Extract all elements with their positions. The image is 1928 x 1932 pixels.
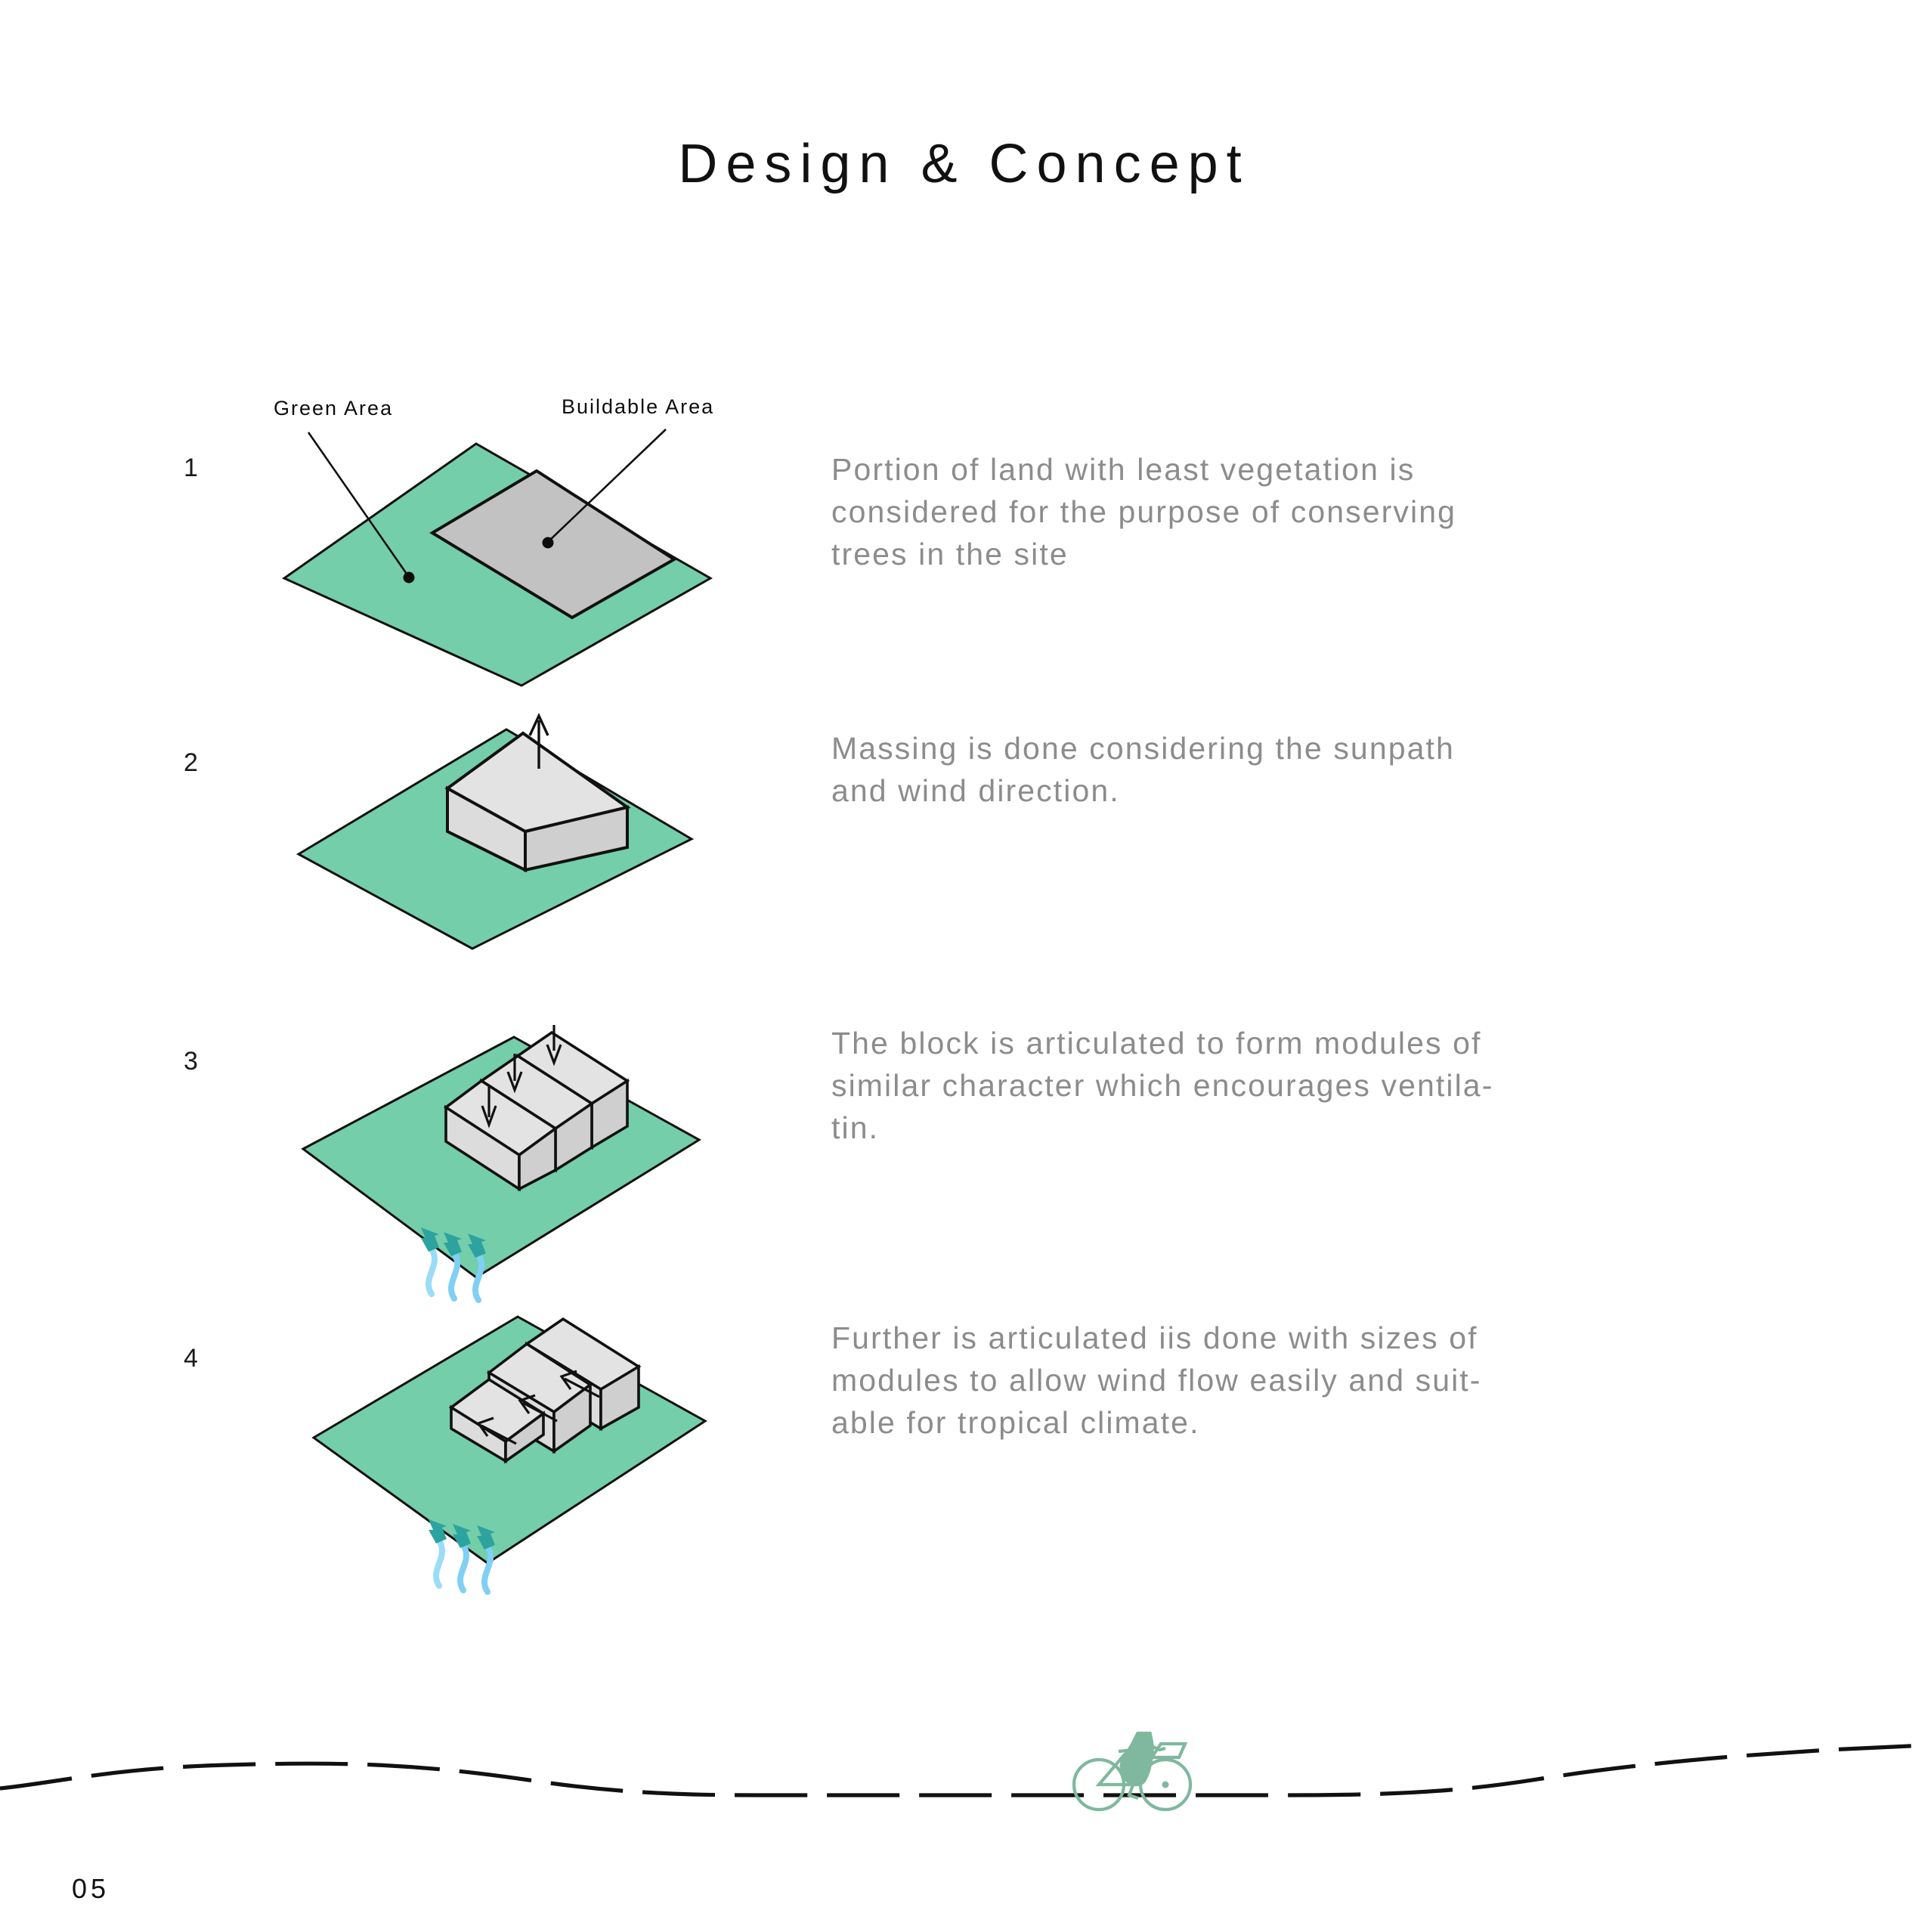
press-arrow-1 [481, 1085, 497, 1129]
step-row-4: 4 Further is articulated iis done with s… [0, 0, 1928, 1595]
green-area-leader [307, 432, 410, 577]
page-number: 05 [72, 1873, 110, 1904]
cyclist-rider [1119, 1722, 1154, 1787]
diagram-articulated-modules [291, 1005, 744, 1323]
label-green-area: Green Area [274, 397, 394, 420]
press-arrow-3 [546, 1025, 562, 1067]
page-title: Design & Concept [678, 134, 1250, 194]
step-number-4: 4 [184, 1344, 199, 1373]
step-number-1: 1 [184, 454, 199, 482]
module-a-side [504, 1410, 545, 1464]
extrude-arrow-head [528, 712, 549, 736]
diagram-massing [280, 699, 733, 971]
step-row-3: 3 The block is articulated to form modul… [0, 0, 1928, 1303]
wind-flow-tails [425, 1246, 485, 1303]
step-description-1: Portion of land with least vegetation is… [831, 452, 1457, 571]
diagram-split-modules [291, 1300, 744, 1618]
terrain-dashed-line [0, 1743, 1928, 1797]
step-description-3: The block is articulated to form modules… [831, 1026, 1494, 1145]
module-c-side [599, 1364, 640, 1432]
mass-right-face [524, 805, 629, 872]
step-row-2: 2 Massing is done considering the sunpat… [0, 0, 1928, 950]
module-1-side [518, 1125, 557, 1191]
buildable-area-leader [549, 429, 667, 541]
step-row-1: 1 Portion of land with least vegetation … [0, 0, 1928, 687]
label-buildable-area: Buildable Area [562, 395, 715, 418]
footer-svg [0, 1722, 1928, 1812]
diagram-2-svg [296, 712, 695, 950]
wind-flow-arrows [429, 1519, 495, 1550]
step-number-2: 2 [184, 748, 199, 777]
push-arrow-3 [559, 1370, 600, 1398]
step-number-3: 3 [184, 1047, 199, 1076]
wind-flow-arrows [421, 1228, 486, 1258]
footer [0, 1722, 1928, 1928]
buildable-area-dot [542, 537, 554, 549]
diagram-4-svg [311, 1315, 707, 1595]
green-area-dot [403, 571, 415, 584]
step-description-4: Further is articulated iis done with siz… [831, 1321, 1482, 1440]
push-arrow-1 [476, 1416, 517, 1445]
press-arrow-2 [506, 1054, 523, 1094]
module-b-side [552, 1382, 592, 1454]
diagram-site-plan: Green Area Buildable Area [257, 395, 741, 692]
push-arrow-2 [518, 1394, 558, 1423]
step-description-2: Massing is done considering the sunpath … [831, 731, 1455, 808]
wind-flow-tails [432, 1537, 494, 1595]
diagram-3-svg [301, 1025, 701, 1303]
cyclist-icon [1072, 1722, 1193, 1812]
diagram-1-svg [281, 429, 713, 687]
